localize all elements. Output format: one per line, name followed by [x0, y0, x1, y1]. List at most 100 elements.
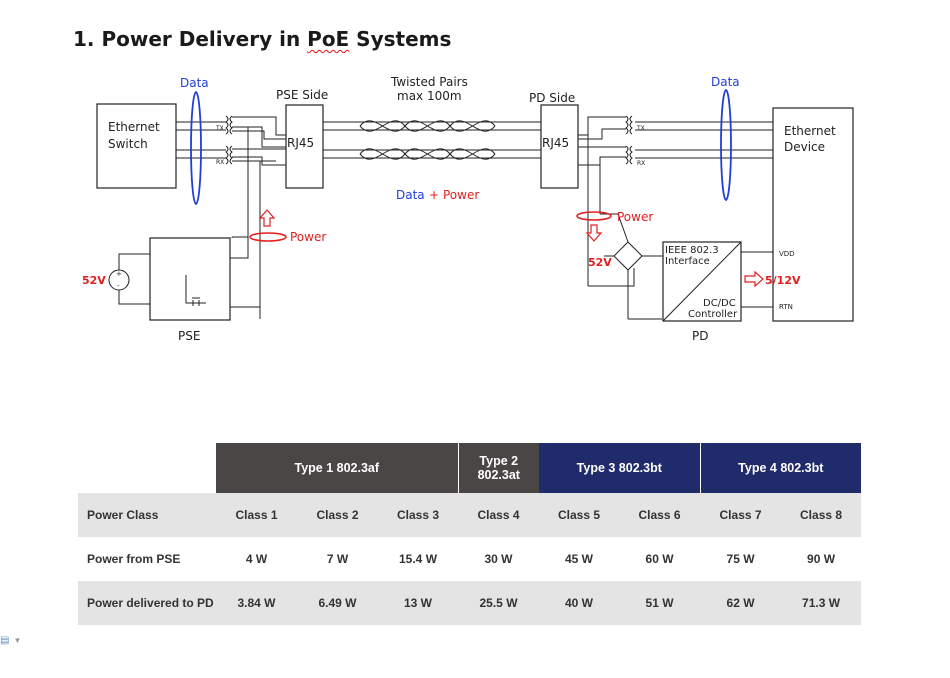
table-cell: 45 W [539, 537, 620, 581]
document-icon: ▤ [0, 635, 10, 646]
table-cell: Class 2 [297, 493, 378, 537]
chevron-down-icon: ▼ [13, 636, 22, 645]
table-row-power-to-pd: Power delivered to PD 3.84 W 6.49 W 13 W… [78, 581, 862, 625]
device-data-lines [635, 121, 773, 159]
data-ellipse-left [190, 91, 202, 205]
dcdc-label-line2: Controller [688, 309, 738, 320]
poe-class-table: Type 1 802.3af Type 2 802.3at Type 3 802… [78, 443, 862, 625]
twisted-pair-cable [323, 120, 541, 160]
rx-label-left: RX [216, 159, 224, 166]
table-cell: Class 6 [619, 493, 701, 537]
data-ellipse-right [720, 89, 732, 201]
header-type-2: Type 2 802.3at [457, 443, 540, 493]
table-cell: 62 W [700, 581, 782, 625]
ethernet-switch-box [96, 103, 177, 189]
max-length-label: max 100m [397, 89, 462, 103]
pse-internal-switch [185, 275, 206, 306]
ieee-label-line2: Interface [665, 256, 710, 267]
pd-rj45-label: RJ45 [542, 136, 569, 150]
table-cell: 40 W [539, 581, 620, 625]
table-cell: 7 W [297, 537, 378, 581]
table-cell: Class 8 [781, 493, 862, 537]
pse-label: PSE [178, 329, 200, 343]
title-text-before: Power Delivery in [101, 27, 308, 51]
dcdc-label-line1: DC/DC [703, 298, 736, 309]
tx-label-right: TX [636, 125, 645, 132]
table-cell: 60 W [619, 537, 701, 581]
poe-diagram: Ethernet Switch Ethernet Device Data Dat… [82, 75, 854, 343]
data-plus-power-power: Power [443, 188, 479, 202]
header-blank-cell [78, 443, 216, 493]
page-options-widget[interactable]: ▤▼ [0, 635, 21, 646]
table-cell: 30 W [458, 537, 540, 581]
pse-rj45-box [285, 104, 324, 189]
device-label-line1: Ethernet [784, 124, 836, 138]
power-ellipse-left [249, 232, 287, 242]
power-down-arrow-icon [585, 224, 603, 242]
voltage-source-plus: + [116, 270, 122, 278]
pse-side-label: PSE Side [276, 88, 328, 102]
section-number: 1. [73, 27, 95, 51]
data-label-right: Data [711, 75, 740, 89]
header-type-2-line2: 802.3at [477, 468, 520, 482]
page-title: 1. Power Delivery in PoE Systems [73, 27, 451, 51]
voltage-source-icon [108, 269, 130, 291]
voltage-source-minus: - [117, 282, 120, 290]
title-text-after: Systems [349, 27, 452, 51]
pse-box [149, 237, 231, 321]
table-cell: 3.84 W [216, 581, 297, 625]
ieee-label-line1: IEEE 802.3 [665, 245, 719, 256]
pse-side-wiring [232, 116, 286, 319]
twisted-pairs-label: Twisted Pairs [390, 75, 468, 89]
table-cell: 15.4 W [378, 537, 459, 581]
data-plus-power-data: Data [396, 188, 425, 202]
table-header-row: Type 1 802.3af Type 2 802.3at Type 3 802… [78, 443, 862, 493]
vdd-label: VDD [779, 250, 795, 258]
table-cell: 75 W [700, 537, 782, 581]
table-cell: Class 5 [539, 493, 620, 537]
table-cell: 71.3 W [781, 581, 862, 625]
output-voltage-label: 5/12V [765, 274, 801, 287]
table-cell: 13 W [378, 581, 459, 625]
table-cell: 25.5 W [458, 581, 540, 625]
transformer-right [625, 115, 633, 165]
header-type-3: Type 3 802.3bt [539, 443, 701, 493]
rtn-label: RTN [779, 303, 793, 311]
power-label-right: Power [617, 210, 653, 224]
table-cell: Class 4 [458, 493, 540, 537]
header-type-2-line1: Type 2 [479, 454, 519, 468]
device-label-line2: Device [784, 140, 825, 154]
ethernet-device-box [772, 107, 854, 322]
switch-label-line1: Ethernet [108, 120, 160, 134]
pd-label: PD [692, 329, 708, 343]
table-cell: 4 W [216, 537, 297, 581]
data-label-left: Data [180, 76, 209, 90]
table-row-power-from-pse: Power from PSE 4 W 7 W 15.4 W 30 W 45 W … [78, 537, 862, 581]
rx-label-right: RX [637, 160, 645, 167]
table-cell: Class 3 [378, 493, 459, 537]
table-cell: Class 7 [700, 493, 782, 537]
bridge-rectifier [604, 241, 664, 320]
table-cell: 51 W [619, 581, 701, 625]
table-row-power-class: Power Class Class 1 Class 2 Class 3 Clas… [78, 493, 862, 537]
title-text-marked: PoE [307, 27, 350, 51]
pse-rj45-label: RJ45 [287, 136, 314, 150]
table-cell: 6.49 W [297, 581, 378, 625]
data-plus-power-plus: + [429, 188, 439, 202]
tx-label-left: TX [215, 125, 224, 132]
switch-label-line2: Switch [108, 137, 148, 151]
row-label: Power from PSE [78, 537, 216, 581]
table-cell: Class 1 [216, 493, 297, 537]
power-ellipse-right [576, 211, 612, 221]
output-arrow-icon [744, 270, 764, 288]
pd-side-label: PD Side [529, 91, 575, 105]
power-label-left: Power [290, 230, 326, 244]
table-cell: 90 W [781, 537, 862, 581]
pse-supply-wiring [118, 237, 261, 319]
power-up-arrow-icon [258, 209, 276, 227]
pd-side-wiring [578, 116, 635, 287]
header-type-1: Type 1 802.3af [216, 443, 459, 493]
voltage-label-left: 52V [82, 274, 106, 287]
row-label: Power delivered to PD [78, 581, 216, 625]
voltage-label-right: 52V [588, 256, 612, 269]
